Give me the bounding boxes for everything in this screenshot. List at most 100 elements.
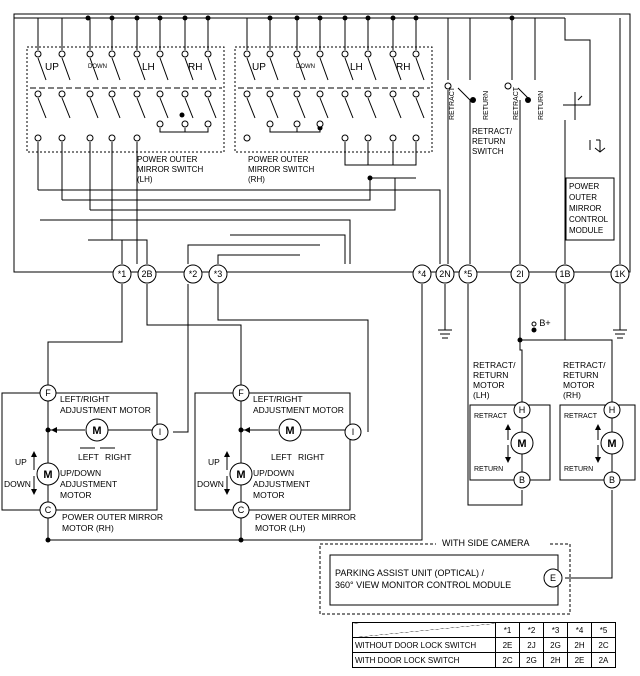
pin-c: C — [45, 505, 52, 515]
connector-label: *3 — [214, 269, 223, 279]
motor-rh-box — [1, 392, 158, 511]
svg-text:B: B — [519, 475, 525, 485]
connector-label: 2B — [141, 269, 152, 279]
connector-4 — [412, 264, 432, 284]
svg-text:DOWN: DOWN — [4, 479, 31, 489]
svg-text:UP/DOWN: UP/DOWN — [253, 468, 294, 478]
connector-label: *2 — [189, 269, 198, 279]
table-cell: 2C — [591, 637, 616, 653]
svg-text:RETURN: RETURN — [538, 91, 545, 120]
svg-text:RETURN: RETURN — [472, 137, 506, 146]
svg-text:MOTOR: MOTOR — [473, 380, 504, 390]
svg-text:RETURN: RETURN — [564, 466, 593, 473]
connector-label: 2N — [439, 269, 451, 279]
svg-text:H: H — [519, 405, 526, 415]
svg-text:(LH): (LH) — [137, 175, 153, 184]
table-cell: 2E — [495, 637, 520, 653]
control-module-box — [565, 177, 615, 241]
svg-text:M: M — [517, 438, 526, 450]
retract-motor-lh-label: RETRACT/ — [473, 360, 516, 370]
lr-motor-label: LEFT/RIGHT — [60, 394, 110, 404]
switch-rh-box — [234, 46, 433, 153]
table-header: *3 — [543, 622, 568, 638]
switch-lh-contacts — [37, 18, 217, 230]
svg-text:MOTOR: MOTOR — [563, 380, 594, 390]
svg-text:ADJUSTMENT: ADJUSTMENT — [60, 479, 117, 489]
svg-text:RETRACT: RETRACT — [474, 413, 508, 420]
svg-text:M: M — [236, 469, 245, 481]
svg-text:DOWN: DOWN — [197, 479, 224, 489]
svg-text:SWITCH: SWITCH — [472, 147, 504, 156]
control-module-label: POWER — [569, 182, 599, 191]
table-row: WITHOUT DOOR LOCK SWITCH 2E 2J 2G 2H 2C — [352, 637, 616, 653]
connector-label: 1K — [614, 269, 625, 279]
switch-lh-box — [26, 46, 225, 153]
svg-text:ADJUSTMENT MOTOR: ADJUSTMENT MOTOR — [60, 405, 151, 415]
switch-lh-caption: POWER OUTER — [137, 155, 198, 164]
svg-text:RETRACT: RETRACT — [513, 86, 520, 120]
svg-text:RIGHT: RIGHT — [298, 452, 324, 462]
table-header: *4 — [567, 622, 592, 638]
switch-rh-contacts — [246, 18, 425, 166]
svg-text:RETURN: RETURN — [563, 370, 598, 380]
svg-text:M: M — [285, 425, 294, 437]
battery-label: B+ — [539, 318, 550, 328]
table-header: *2 — [519, 622, 544, 638]
retract-motor-lh-box — [469, 404, 551, 481]
connector-1 — [112, 264, 132, 284]
svg-text:(LH): (LH) — [473, 390, 490, 400]
retract-motor-rh-label: RETRACT/ — [563, 360, 606, 370]
retract-switch — [447, 18, 536, 264]
svg-text:F: F — [238, 388, 244, 398]
svg-text:MOTOR: MOTOR — [253, 490, 284, 500]
svg-text:ADJUSTMENT MOTOR: ADJUSTMENT MOTOR — [253, 405, 344, 415]
table-header-row: *1 *2 *3 *4 *5 — [352, 622, 616, 638]
connector-2i — [510, 264, 530, 284]
motor-lh-caption: POWER OUTER MIRROR — [255, 512, 356, 522]
wire-to-rh-F — [47, 284, 123, 390]
return-label: RETURN — [483, 91, 490, 120]
pin-e: E — [550, 573, 556, 583]
switch-rh-lh: LH — [350, 62, 363, 73]
switch-rh-down: DOWN — [296, 64, 315, 70]
svg-text:RETURN: RETURN — [474, 466, 503, 473]
connector-1b — [555, 264, 575, 284]
connector-label: *4 — [418, 269, 427, 279]
table-cell: 2H — [567, 637, 592, 653]
svg-text:RIGHT: RIGHT — [105, 452, 131, 462]
table-corner-cell — [352, 622, 496, 638]
parking-assist-label: PARKING ASSIST UNIT (OPTICAL) / — [335, 568, 485, 578]
svg-text:(RH): (RH) — [563, 390, 581, 400]
svg-text:(RH): (RH) — [248, 175, 265, 184]
wire-to-lh-F — [146, 284, 242, 390]
svg-text:CONTROL: CONTROL — [569, 215, 609, 224]
svg-text:360° VIEW MONITOR CONTROL MODU: 360° VIEW MONITOR CONTROL MODULE — [335, 580, 511, 590]
junction-dots — [45, 15, 537, 543]
switch-rh-up: UP — [252, 62, 266, 73]
table-row-label: WITHOUT DOOR LOCK SWITCH — [352, 637, 496, 653]
switch-lh-rh: RH — [188, 62, 202, 73]
svg-text:LEFT/RIGHT: LEFT/RIGHT — [253, 394, 303, 404]
svg-text:B: B — [609, 475, 615, 485]
motor-symbol: M — [92, 425, 101, 437]
table-cell: 2J — [519, 637, 544, 653]
svg-text:OUTER: OUTER — [569, 193, 597, 202]
svg-text:M: M — [607, 438, 616, 450]
connector-label: 1B — [559, 269, 570, 279]
svg-text:LEFT: LEFT — [78, 452, 99, 462]
svg-text:RETRACT: RETRACT — [564, 413, 598, 420]
pin-f: F — [45, 388, 51, 398]
table-cell: 2H — [543, 652, 568, 668]
svg-text:MOTOR (LH): MOTOR (LH) — [255, 523, 306, 533]
table-row-label: WITH DOOR LOCK SWITCH — [352, 652, 496, 668]
table-cell: 2A — [591, 652, 616, 668]
wire-ground — [38, 189, 441, 264]
retract-label: RETRACT — [449, 86, 456, 120]
svg-text:MOTOR: MOTOR — [60, 490, 91, 500]
motor-lh-box — [194, 392, 351, 511]
svg-text:LEFT: LEFT — [271, 452, 292, 462]
ground-symbol-2 — [613, 284, 627, 339]
ground-symbol — [438, 284, 452, 339]
svg-text:MIRROR SWITCH: MIRROR SWITCH — [248, 165, 314, 174]
